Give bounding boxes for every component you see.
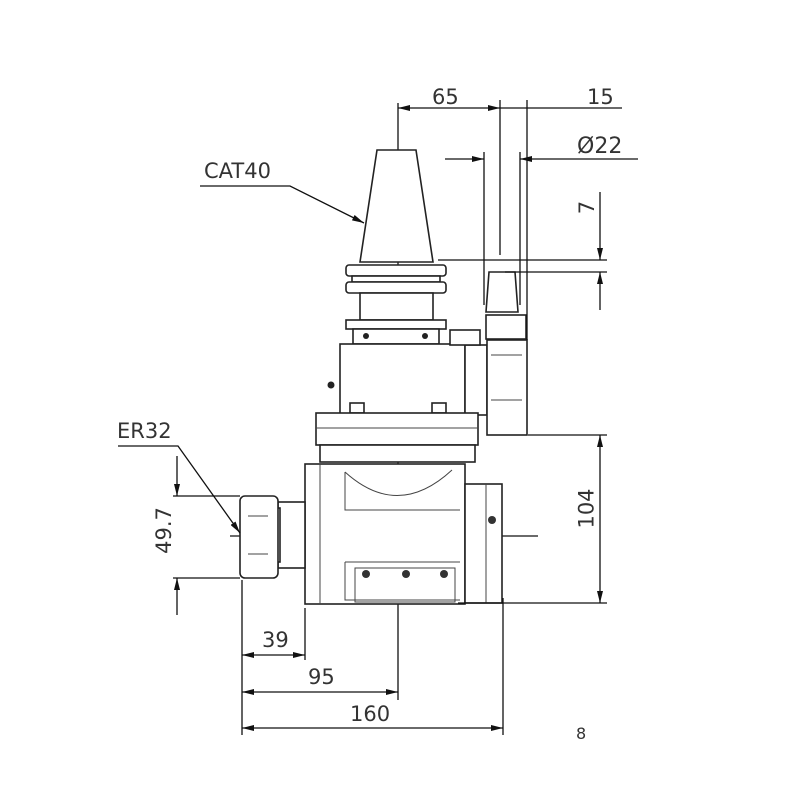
dim-104: 104 (574, 488, 599, 529)
dim-diameter-22: Ø22 (577, 134, 623, 159)
lower-housing (304, 463, 503, 605)
dim-49-7: 49.7 (151, 507, 176, 554)
dim-15: 15 (587, 85, 614, 109)
cat40-holder (345, 149, 447, 345)
mounting-plate (315, 412, 479, 446)
callout-cat40: CAT40 (204, 159, 271, 183)
cropped-label: 8 (576, 724, 587, 743)
upper-body (327, 329, 488, 416)
coolant-fitting (485, 271, 528, 436)
callout-er32: ER32 (117, 419, 172, 443)
dim-160: 160 (350, 702, 391, 726)
er32-collet-nut (239, 495, 306, 579)
dim-39: 39 (262, 628, 289, 652)
dim-95: 95 (308, 665, 335, 689)
dimension-lines (118, 100, 638, 735)
dim-7: 7 (575, 200, 600, 215)
dim-65: 65 (432, 85, 459, 109)
